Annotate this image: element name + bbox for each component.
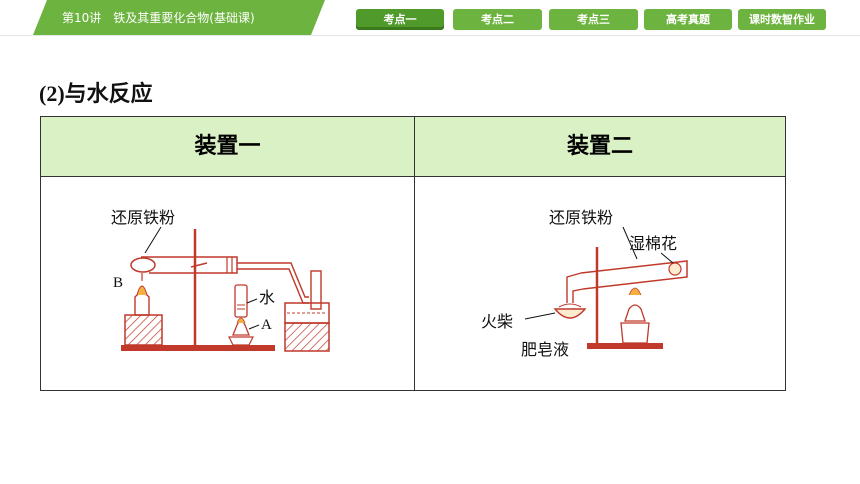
tab-kaodian-2[interactable]: 考点二 bbox=[453, 9, 542, 30]
column-header-device-2: 装置二 bbox=[566, 134, 633, 159]
device-2-cell: 还原铁粉 湿棉花 火柴 肥皂液 bbox=[415, 177, 785, 390]
soap-dish bbox=[553, 303, 587, 319]
column-header-device-1: 装置一 bbox=[194, 134, 261, 159]
tab-kaodian-3[interactable]: 考点三 bbox=[549, 9, 638, 30]
tab-gaokao-zhenti[interactable]: 高考真题 bbox=[644, 9, 732, 30]
table-header-row: 装置一 装置二 bbox=[41, 117, 785, 177]
device-1-diagram: 还原铁粉 B 水 A bbox=[111, 209, 330, 352]
header-divider bbox=[0, 35, 860, 36]
section-heading: (2)与水反应 bbox=[39, 81, 153, 106]
column-divider bbox=[414, 117, 415, 390]
label-soap-solution: 肥皂液 bbox=[521, 341, 569, 359]
lecture-title: 第10讲 铁及其重要化合物(基础课) bbox=[62, 11, 255, 25]
label-iron-powder-1: 还原铁粉 bbox=[111, 209, 175, 227]
iron-stand-2 bbox=[587, 247, 663, 349]
reaction-tube bbox=[130, 256, 309, 304]
device-2-diagram: 还原铁粉 湿棉花 火柴 肥皂液 bbox=[481, 209, 688, 359]
device-1-cell: 还原铁粉 B 水 A bbox=[41, 177, 414, 390]
label-water: 水 bbox=[259, 289, 275, 307]
water-flask-a bbox=[228, 284, 254, 346]
label-a: A bbox=[261, 317, 272, 333]
water-trough bbox=[284, 270, 330, 352]
reaction-tube-2 bbox=[566, 260, 688, 303]
label-match: 火柴 bbox=[481, 313, 513, 331]
iron-stand-base bbox=[121, 229, 275, 351]
apparatus-table: 装置一 装置二 bbox=[40, 116, 786, 391]
heating-block-left bbox=[124, 273, 163, 346]
label-wet-cotton: 湿棉花 bbox=[629, 235, 677, 253]
label-b: B bbox=[113, 275, 123, 291]
tab-keshi-zuoye[interactable]: 课时数智作业 bbox=[738, 9, 826, 30]
alcohol-lamp-2 bbox=[620, 287, 650, 344]
top-nav-bar: 第10讲 铁及其重要化合物(基础课) 考点一 考点二 考点三 高考真题 课时数智… bbox=[0, 0, 860, 36]
label-iron-powder-2: 还原铁粉 bbox=[549, 209, 613, 227]
tab-kaodian-1[interactable]: 考点一 bbox=[356, 9, 444, 30]
lecture-title-tab bbox=[33, 0, 325, 35]
